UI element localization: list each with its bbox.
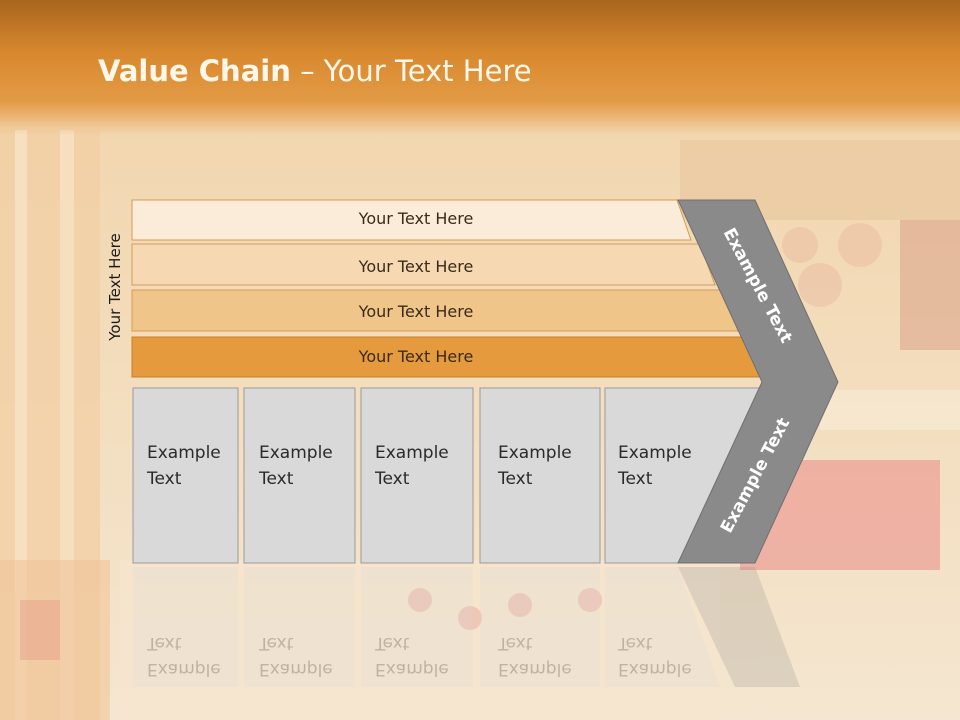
box-2-reflection-line2: Text	[259, 633, 294, 653]
box-1-reflection-line2: Text	[147, 633, 182, 653]
bar-2-label: Your Text Here	[358, 257, 474, 276]
bar-1	[131, 199, 692, 241]
box-1-line2: Text	[147, 469, 182, 489]
title-band	[0, 0, 960, 135]
box-3-reflection-line2: Text	[375, 633, 410, 653]
box-3-line2: Text	[375, 469, 410, 489]
side-label: Your Text Here	[106, 233, 124, 341]
box-1-line1: Example	[147, 443, 221, 463]
box-2-label: Example Text	[259, 440, 333, 492]
box-4-reflection-line1: Example	[498, 659, 572, 679]
bar-2	[131, 243, 716, 286]
box-3-label: Example Text	[375, 440, 449, 492]
box-2-reflection-line1: Example	[259, 659, 333, 679]
title-rest: – Your Text Here	[290, 54, 532, 88]
bar-1-label: Your Text Here	[358, 209, 474, 228]
box-3	[360, 387, 474, 564]
box-1	[132, 387, 239, 564]
box-2-reflection: Example Text	[259, 630, 333, 682]
box-5-reflection: Example Text	[618, 630, 692, 682]
chevron-arrow	[677, 199, 839, 564]
box-4	[479, 387, 601, 564]
box-5-reflection-line1: Example	[618, 659, 692, 679]
box-4-label: Example Text	[498, 440, 572, 492]
box-3-reflection: Example Text	[375, 630, 449, 682]
reflection-group	[133, 567, 800, 687]
box-2	[243, 387, 356, 564]
box-3-reflection-line1: Example	[375, 659, 449, 679]
box-1-label: Example Text	[147, 440, 221, 492]
box-5-label: Example Text	[618, 440, 692, 492]
box-5-line2: Text	[618, 469, 653, 489]
box-4-reflection-line2: Text	[498, 633, 533, 653]
box-4-reflection: Example Text	[498, 630, 572, 682]
box-3-line1: Example	[375, 443, 449, 463]
box-1-reflection: Example Text	[147, 630, 221, 682]
box-4-line2: Text	[498, 469, 533, 489]
box-2-line2: Text	[259, 469, 294, 489]
box-1-reflection-line1: Example	[147, 659, 221, 679]
bar-3-label: Your Text Here	[358, 302, 474, 321]
bar-4-label: Your Text Here	[358, 347, 474, 366]
page-title: Value Chain – Your Text Here	[98, 54, 532, 88]
box-4-line1: Example	[498, 443, 572, 463]
box-2-line1: Example	[259, 443, 333, 463]
box-5-line1: Example	[618, 443, 692, 463]
box-5-reflection-line2: Text	[618, 633, 653, 653]
title-bold: Value Chain	[98, 54, 291, 88]
